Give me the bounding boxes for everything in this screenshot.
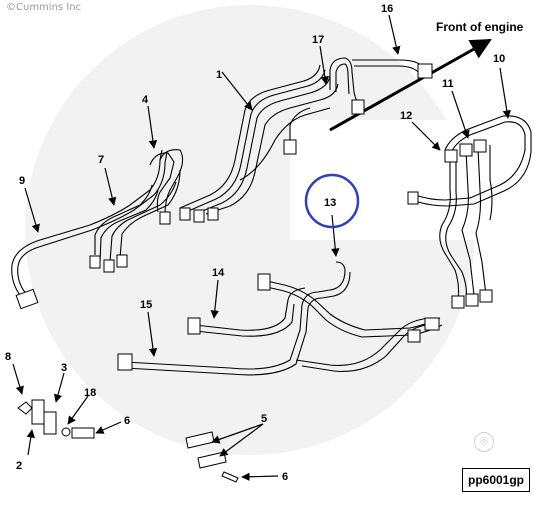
fuel-line-group-16-17 (329, 57, 433, 115)
callout-4: 4 (142, 94, 149, 106)
callout-2: 2 (16, 460, 22, 472)
callout-13: 13 (324, 197, 336, 209)
figure-code-label: pp6001gp (462, 468, 530, 492)
hardware-clamp-left (17, 399, 95, 439)
watermark-cutout (290, 120, 535, 240)
callout-10: 10 (493, 53, 505, 65)
callout-17: 17 (312, 34, 324, 46)
highlight-circle-13 (304, 173, 360, 229)
callout-9: 9 (19, 175, 25, 187)
callout-12: 12 (400, 110, 412, 122)
fuel-line-group-1 (179, 64, 339, 223)
copyright-notice: ©Cummins Inc (6, 2, 82, 13)
callout-18: 18 (84, 387, 96, 399)
callout-6b: 6 (282, 471, 288, 483)
fuel-line-group-left (11, 149, 184, 310)
callout-1: 1 (216, 69, 222, 81)
callout-16: 16 (381, 3, 393, 15)
callout-labels: 1 2 3 4 5 6 6 7 8 9 10 11 12 13 14 15 16… (5, 3, 505, 483)
front-of-engine-label: Front of engine (436, 20, 524, 34)
callout-14: 14 (212, 267, 225, 279)
fuel-line-group-bottom (117, 261, 443, 376)
callout-7: 7 (98, 154, 104, 166)
callout-11: 11 (442, 78, 454, 90)
callout-8: 8 (5, 351, 11, 363)
registered-mark-icon: ® (474, 432, 494, 452)
callout-15: 15 (140, 299, 152, 311)
callout-5: 5 (261, 413, 267, 425)
callout-3: 3 (61, 362, 67, 374)
front-of-engine-arrow (329, 38, 492, 132)
watermark-logo (25, 5, 475, 455)
callout-leaders (12, 14, 511, 481)
callout-6a: 6 (124, 415, 130, 427)
